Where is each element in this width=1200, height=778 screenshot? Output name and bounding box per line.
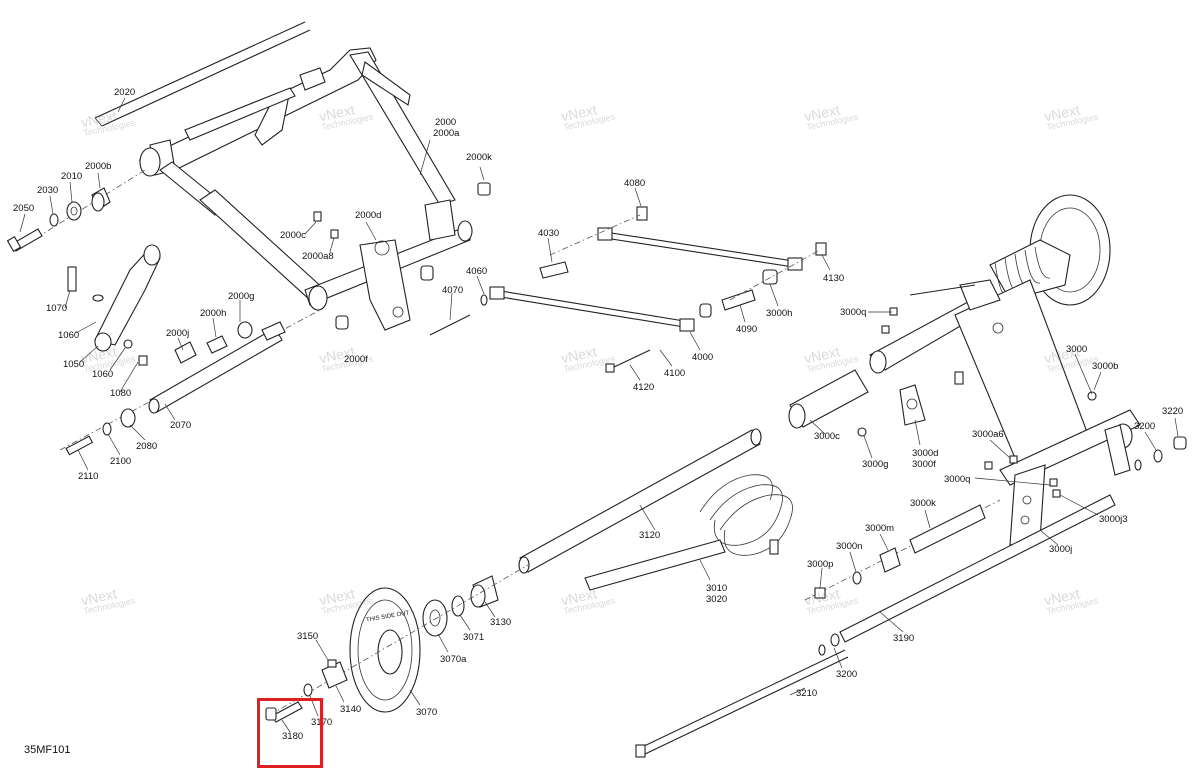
part-label[interactable]: 3000b [1092,361,1119,372]
rear-arm-3000 [869,194,1141,546]
part-label[interactable]: 2110 [78,471,99,482]
part-label[interactable]: 4090 [736,324,758,335]
part-label[interactable]: 3200 [1134,421,1156,432]
shaft-3120 [518,428,762,574]
part-label[interactable]: 2000j [166,328,190,339]
part-label[interactable]: 2000h [200,308,227,319]
bolt-3180 [265,701,303,723]
part-label[interactable]: 3220 [1162,406,1184,417]
part-label[interactable]: 3130 [490,617,512,628]
part-label[interactable]: 4100 [664,368,686,379]
part-label[interactable]: 3000g [862,459,889,470]
rod-2020 [94,21,311,127]
part-label[interactable]: 1080 [110,388,132,399]
part-label[interactable]: 2000b [85,161,112,172]
highlight-box [257,698,323,768]
part-label[interactable]: 3000m [865,523,895,534]
wheel-3070 [269,564,529,716]
part-label[interactable]: 2000f [344,354,368,365]
part-label[interactable]: 3070a [440,654,467,665]
part-label[interactable]: 1070 [46,303,68,314]
part-label[interactable]: 2000a [433,128,460,139]
part-label[interactable]: 3000d [912,448,939,459]
part-label[interactable]: 3000p [807,559,834,570]
part-label[interactable]: 4080 [624,178,646,189]
spring-3010 [584,474,793,591]
part-label[interactable]: 3000j [1049,544,1073,555]
part-label[interactable]: 2050 [13,203,35,214]
rear-tube-3000c [788,369,926,429]
part-label[interactable]: 2010 [61,171,83,182]
part-label[interactable]: 3140 [340,704,362,715]
part-label[interactable]: 4120 [633,382,655,393]
part-label[interactable]: 4000 [692,352,714,363]
part-label[interactable]: 3190 [893,633,915,644]
part-label[interactable]: 2020 [114,87,136,98]
part-label[interactable]: 2000d [355,210,382,221]
part-label[interactable]: 1060 [92,369,114,380]
part-label[interactable]: 2100 [110,456,132,467]
part-label[interactable]: 2070 [170,420,192,431]
part-label[interactable]: 3000q [840,307,867,318]
part-label[interactable]: 3000k [910,498,936,509]
part-label[interactable]: 2000g [228,291,255,302]
part-label[interactable]: 3000a6 [972,429,1004,440]
part-label[interactable]: 2080 [136,441,158,452]
lever-1060 [67,244,161,366]
diagram-code: 35MF101 [24,744,71,756]
part-label[interactable]: 3180 [282,731,304,742]
part-label[interactable]: 3000q [944,474,971,485]
part-label[interactable]: 2000k [466,152,492,163]
part-label[interactable]: 3000c [814,431,840,442]
part-label[interactable]: 3070 [416,707,438,718]
part-label[interactable]: 1050 [63,359,85,370]
axle-2070 [65,321,286,456]
rear-hardware [804,307,1187,601]
part-label[interactable]: 3210 [796,688,818,699]
shafts-3190-3210 [635,494,1116,758]
part-label[interactable]: 3000 [1066,344,1088,355]
leader-lines [19,97,1179,733]
part-label[interactable]: 2000a8 [302,251,334,262]
part-label[interactable]: 2000 [435,117,457,128]
part-label[interactable]: 3000f [912,459,936,470]
small-hardware [313,182,491,330]
part-label[interactable]: 3000j3 [1099,514,1128,525]
front-arm-2000 [138,47,473,331]
hardware-2050-2030-2010-2000b [6,187,111,252]
part-label[interactable]: 3150 [297,631,319,642]
part-label[interactable]: 3200 [836,669,858,680]
part-label[interactable]: 3000h [766,308,793,319]
part-label[interactable]: 4060 [466,266,488,277]
part-label[interactable]: 3020 [706,594,728,605]
part-label[interactable]: 4030 [538,228,560,239]
part-label[interactable]: 2000c [280,230,306,241]
part-label[interactable]: 2030 [37,185,59,196]
part-label[interactable]: 4130 [823,273,845,284]
part-label[interactable]: 4070 [442,285,464,296]
part-label[interactable]: 3120 [639,530,661,541]
part-label[interactable]: 3010 [706,583,728,594]
link-rods-4000 [429,206,827,373]
part-label[interactable]: 3000n [836,541,863,552]
part-label[interactable]: 1060 [58,330,80,341]
part-label[interactable]: 3071 [463,632,485,643]
